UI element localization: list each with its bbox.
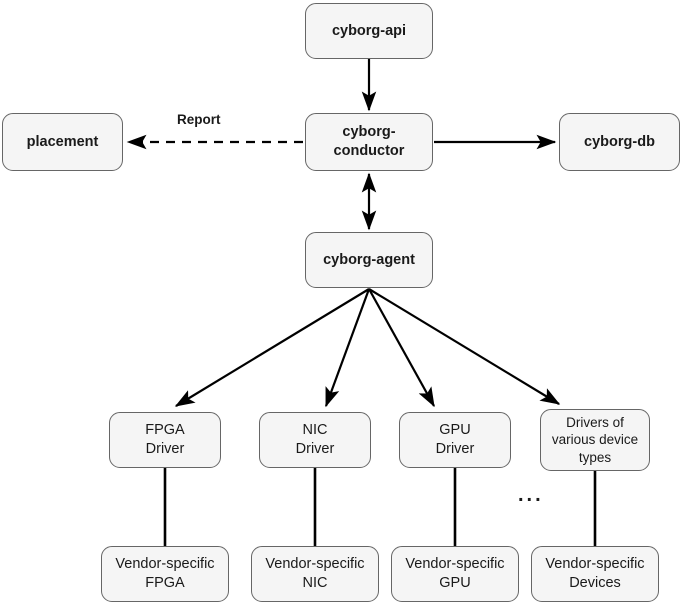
node-label: cyborg-db (584, 133, 655, 150)
edge-agent-to-fpga-driver (174, 288, 370, 407)
node-fpga-driver[interactable]: FPGA Driver (109, 412, 221, 468)
node-label: Vendor-specific NIC (265, 556, 365, 591)
node-vendor-specific-fpga[interactable]: Vendor-specific FPGA (101, 546, 229, 602)
node-label: FPGA Driver (145, 422, 185, 457)
node-nic-driver[interactable]: NIC Driver (259, 412, 371, 468)
node-vendor-specific-devices[interactable]: Vendor-specific Devices (531, 546, 659, 602)
node-label: cyborg-agent (323, 251, 415, 268)
edge-agent-to-gpu-driver (368, 288, 435, 408)
node-cyborg-api[interactable]: cyborg-api (305, 3, 433, 59)
node-label: placement (26, 133, 99, 150)
ellipsis-icon: ... (518, 484, 544, 506)
node-label: NIC Driver (295, 422, 335, 457)
edge-label-report: Report (177, 112, 221, 127)
node-cyborg-db[interactable]: cyborg-db (559, 113, 680, 171)
node-label: Drivers of various device types (551, 415, 639, 465)
node-label: Vendor-specific Devices (545, 556, 645, 591)
node-various-device-drivers[interactable]: Drivers of various device types (540, 409, 650, 471)
node-label: GPU Driver (435, 422, 475, 457)
node-gpu-driver[interactable]: GPU Driver (399, 412, 511, 468)
node-vendor-specific-gpu[interactable]: Vendor-specific GPU (391, 546, 519, 602)
node-label: Vendor-specific FPGA (115, 556, 215, 591)
edge-agent-to-various-drivers (368, 288, 561, 405)
node-label: cyborg-conductor (333, 124, 405, 159)
node-placement[interactable]: placement (2, 113, 123, 171)
node-cyborg-conductor[interactable]: cyborg-conductor (305, 113, 433, 171)
node-cyborg-agent[interactable]: cyborg-agent (305, 232, 433, 288)
node-label: Vendor-specific GPU (405, 556, 505, 591)
node-label: cyborg-api (331, 22, 407, 39)
edge-agent-to-nic-driver (324, 288, 371, 408)
node-vendor-specific-nic[interactable]: Vendor-specific NIC (251, 546, 379, 602)
